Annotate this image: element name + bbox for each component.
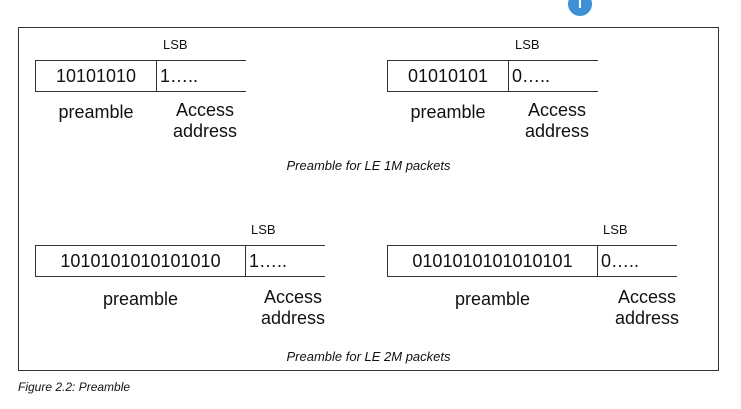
access-label-line2: address [172,121,238,141]
access-address-bits-1m-left: 1….. [156,60,246,92]
lsb-marker-1m-left: LSB [163,37,188,52]
preamble-label-1m-right: preamble [410,102,486,122]
preamble-label-2m-left: preamble [102,289,179,309]
info-icon[interactable]: i [568,0,592,16]
access-label-2m-right: Access address [601,287,693,329]
diagram-frame [18,27,719,371]
preamble-bits-2m-right: 0101010101010101 [387,245,598,277]
lsb-marker-2m-left: LSB [251,222,276,237]
access-address-bits-2m-left: 1….. [245,245,325,277]
preamble-label-1m-left: preamble [58,102,134,122]
figure-caption: Figure 2.2: Preamble [18,380,131,394]
access-label-line2: address [260,308,326,328]
access-address-bits-1m-right: 0….. [508,60,598,92]
preamble-bits-1m-right: 01010101 [387,60,509,92]
caption-le-1m: Preamble for LE 1M packets [286,158,451,173]
lsb-marker-1m-right: LSB [515,37,540,52]
access-label-1m-right: Access address [512,100,602,142]
access-label-line1: Access [527,100,587,120]
access-label-1m-left: Access address [160,100,250,142]
lsb-marker-2m-right: LSB [603,222,628,237]
access-label-line1: Access [617,287,677,307]
preamble-bits-2m-left: 1010101010101010 [35,245,246,277]
access-label-line2: address [524,121,590,141]
access-address-bits-2m-right: 0….. [597,245,677,277]
access-label-line2: address [614,308,680,328]
access-label-line1: Access [175,100,235,120]
preamble-label-2m-right: preamble [454,289,531,309]
access-label-2m-left: Access address [247,287,339,329]
preamble-bits-1m-left: 10101010 [35,60,157,92]
caption-le-2m: Preamble for LE 2M packets [286,349,451,364]
access-label-line1: Access [263,287,323,307]
